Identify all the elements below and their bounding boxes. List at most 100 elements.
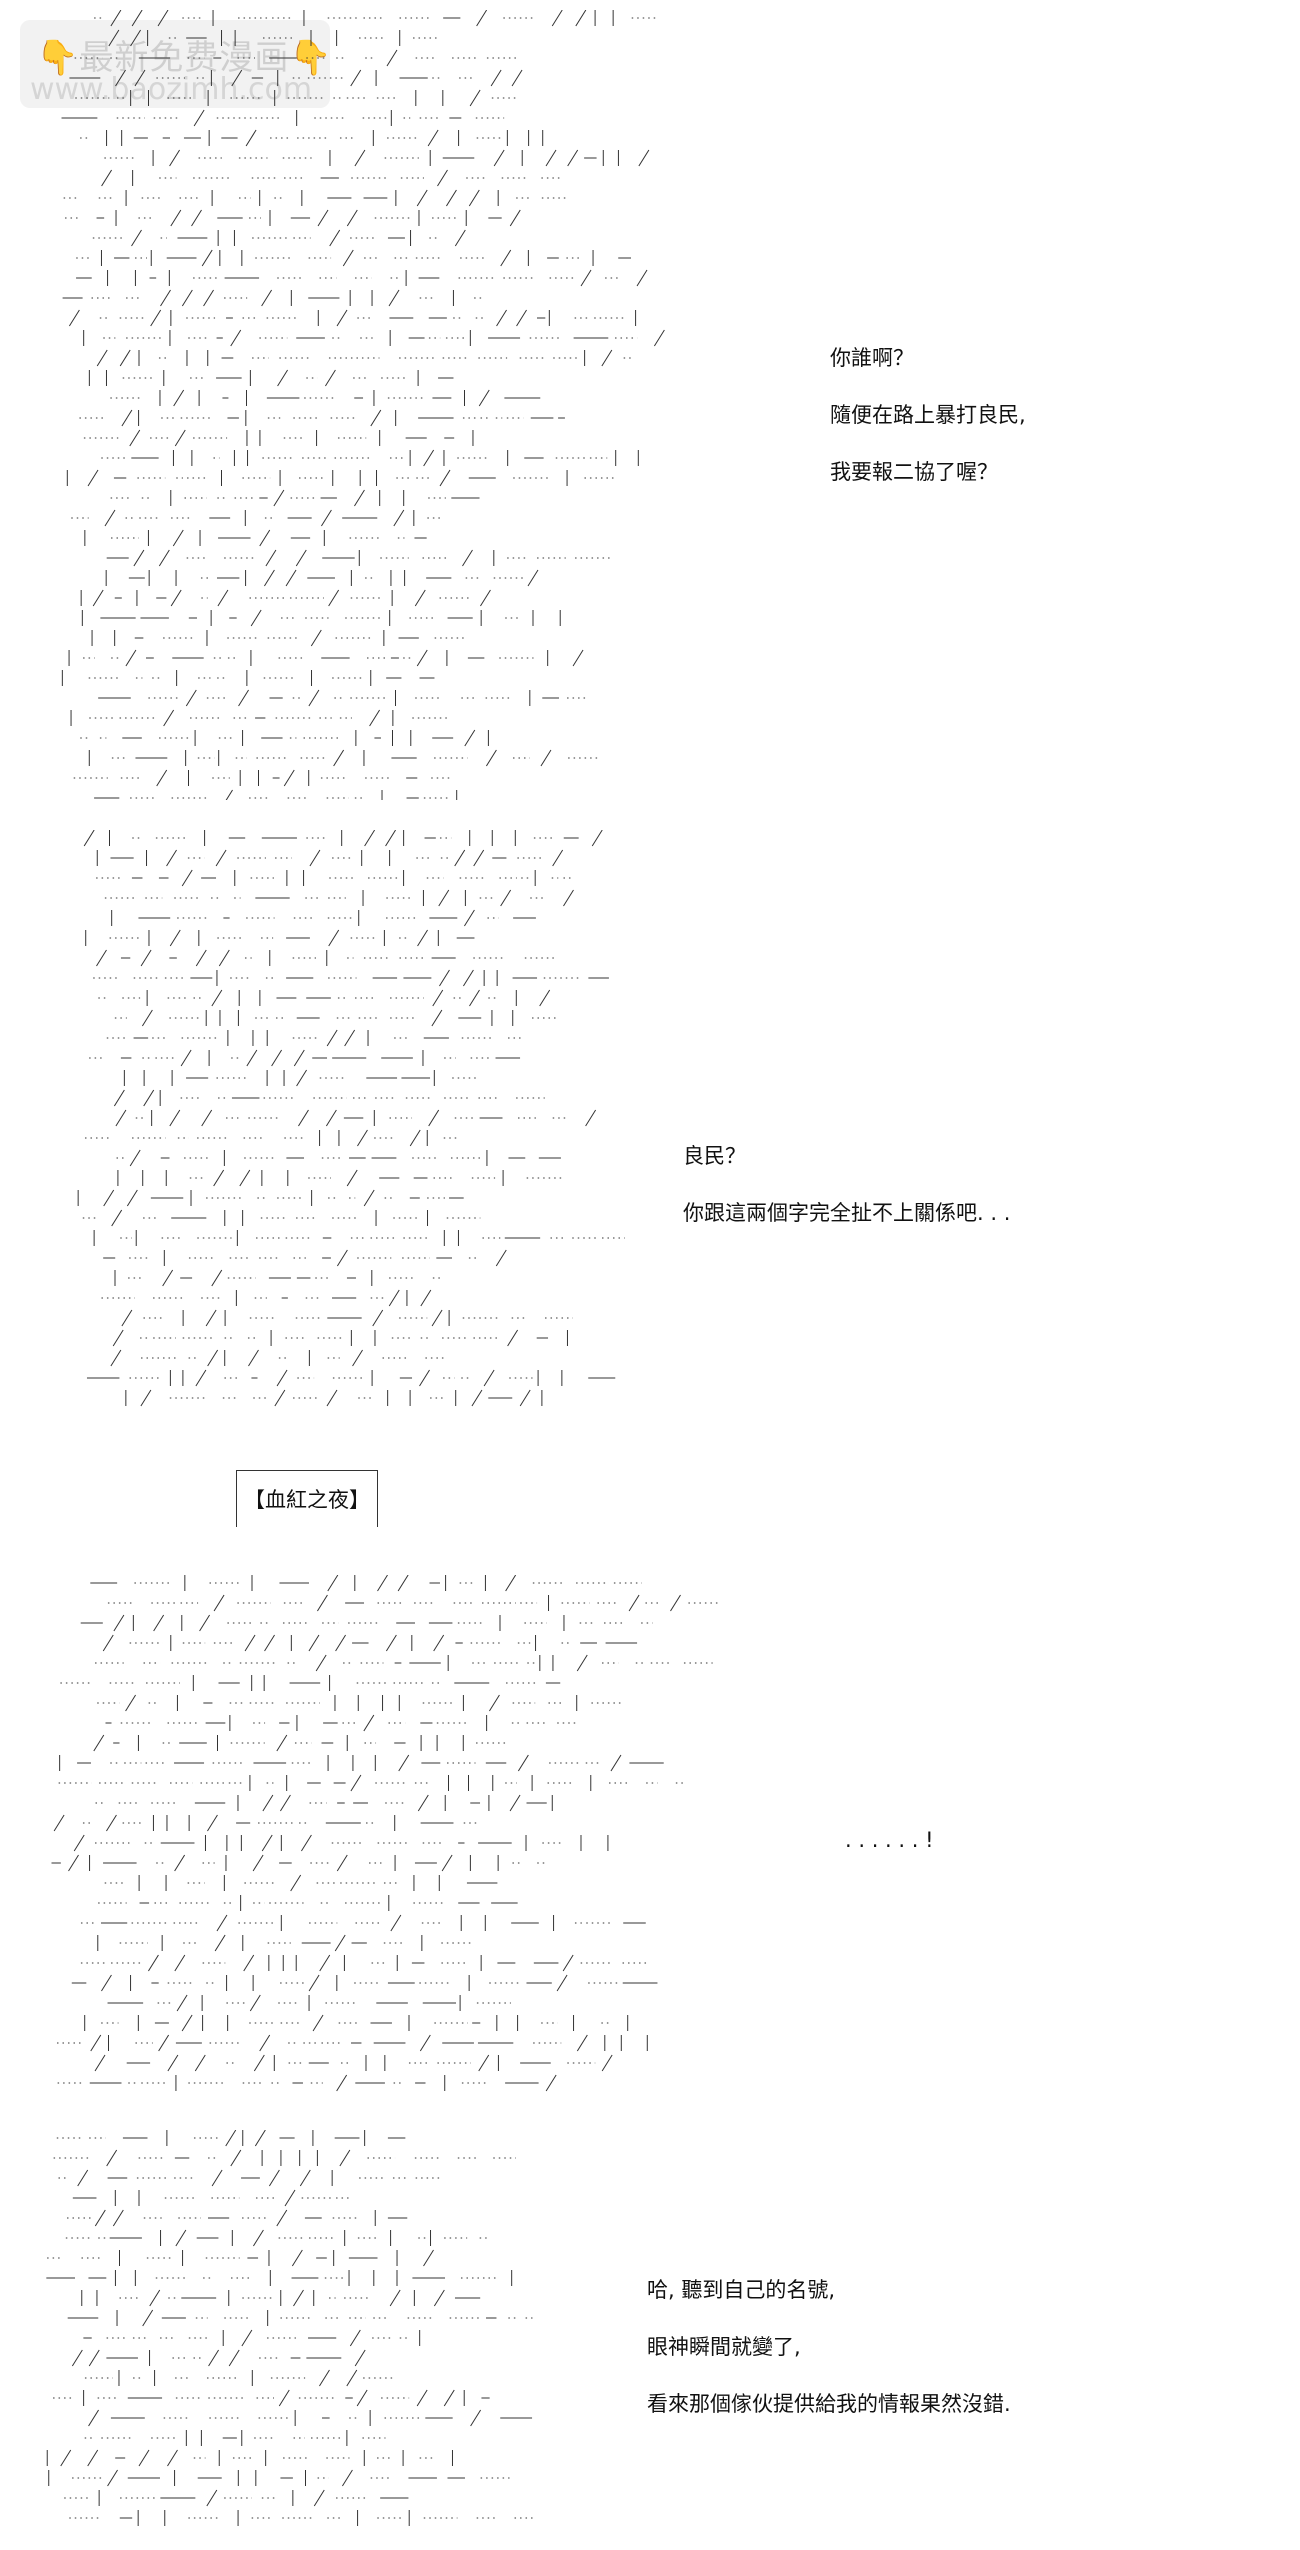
art-stroke <box>291 2249 303 2267</box>
art-stroke <box>329 229 341 247</box>
art-stroke <box>328 929 340 947</box>
dialogue-panel-4: 哈, 聽到自己的名號, 眼神瞬間就變了, 看來那個傢伙提供給我的情報果然沒錯. <box>647 2262 1011 2433</box>
art-stroke <box>208 2349 220 2367</box>
art-stroke <box>211 2169 223 2187</box>
art-stroke <box>169 929 181 947</box>
art-stroke <box>243 1954 255 1972</box>
art-stroke <box>315 1654 327 1672</box>
art-stroke <box>601 349 613 367</box>
art-stroke <box>370 409 382 427</box>
art-stroke <box>176 1994 188 2012</box>
art-stroke <box>283 769 295 787</box>
art-stroke <box>653 329 665 347</box>
art-stroke <box>214 1934 226 1952</box>
art-stroke <box>157 10 169 27</box>
art-stroke <box>230 329 242 347</box>
art-stroke <box>96 349 108 367</box>
art-stroke <box>326 1029 338 1047</box>
art-stroke <box>423 449 435 467</box>
art-stroke <box>580 269 592 287</box>
dialogue-line: 我要報二協了喔？ <box>830 460 998 484</box>
art-stroke <box>519 1389 531 1407</box>
art-stroke <box>271 1049 283 1067</box>
art-stroke <box>158 549 170 567</box>
art-stroke <box>309 849 321 867</box>
watermark: 👇最新免费漫画👇 www.baozimh.com <box>20 20 332 108</box>
art-stroke <box>170 589 182 607</box>
art-stroke <box>96 949 107 967</box>
art-stroke <box>346 1169 358 1187</box>
art-stroke <box>308 1974 320 1992</box>
art-stroke <box>326 1389 338 1407</box>
dialogue-panel-1: 你誰啊？ 隨便在路上暴打良民, 我要報二協了喔？ <box>830 330 1026 501</box>
art-stroke <box>328 589 340 607</box>
art-stroke <box>143 1089 155 1107</box>
art-stroke <box>167 2449 178 2467</box>
art-stroke <box>228 2349 240 2367</box>
art-stroke <box>225 789 233 800</box>
dialogue-panel-2: 良民？ 你跟這兩個字完全扯不上關係吧. . . <box>683 1128 1010 1242</box>
art-stroke <box>438 889 450 907</box>
art-stroke <box>88 2349 100 2367</box>
art-stroke <box>259 2034 271 2052</box>
art-stroke <box>163 709 175 727</box>
art-stroke <box>239 1169 251 1187</box>
art-stroke <box>285 569 297 587</box>
art-stroke <box>121 409 133 427</box>
art-stroke <box>207 1349 219 1367</box>
art-stroke <box>507 1329 519 1347</box>
art-stroke <box>268 2169 280 2187</box>
art-stroke <box>206 2489 218 2507</box>
art-stroke <box>138 2449 150 2467</box>
art-stroke <box>101 1974 112 1992</box>
art-stroke <box>101 169 113 187</box>
art-stroke <box>162 1269 174 1287</box>
art-stroke <box>439 969 450 987</box>
art-stroke <box>488 1694 500 1712</box>
art-stroke <box>199 1614 211 1632</box>
art-stroke <box>346 209 358 227</box>
art-stroke <box>433 2289 445 2307</box>
art-stroke <box>246 1049 258 1067</box>
watermark-line1: 最新免费漫画 <box>79 38 290 78</box>
art-stroke <box>104 509 116 527</box>
art-stroke <box>428 1109 440 1127</box>
art-stroke <box>551 10 563 27</box>
art-stroke <box>125 1694 137 1712</box>
art-stroke <box>158 2034 170 2052</box>
art-stroke <box>349 2329 361 2347</box>
art-stroke <box>414 589 426 607</box>
art-stroke <box>478 389 490 407</box>
art-stroke <box>636 269 648 287</box>
art-stroke <box>509 209 521 227</box>
art-stroke <box>71 2349 83 2367</box>
art-stroke <box>245 129 257 147</box>
art-stroke <box>357 1129 368 1147</box>
art-stroke <box>462 549 473 567</box>
art-stroke <box>129 429 141 447</box>
art-stroke <box>638 149 650 167</box>
art-stroke <box>419 2034 431 2052</box>
art-stroke <box>575 10 587 27</box>
ascii-art-character-3 <box>51 1575 719 2092</box>
art-stroke <box>264 1634 275 1652</box>
art-stroke <box>180 1049 192 1067</box>
art-stroke <box>172 529 184 547</box>
art-stroke <box>446 189 457 207</box>
art-stroke <box>419 1369 430 1387</box>
art-stroke <box>215 849 227 867</box>
art-stroke <box>591 830 603 847</box>
art-stroke <box>87 2449 99 2467</box>
art-stroke <box>174 1854 186 1872</box>
dialogue-line: 你跟這兩個字完全扯不上關係吧. . . <box>683 1201 1011 1225</box>
art-stroke <box>181 869 193 887</box>
art-stroke <box>585 1109 597 1127</box>
dialogue-line: . . . . . . ! <box>845 1828 934 1852</box>
art-stroke <box>263 569 275 587</box>
art-stroke <box>341 2469 353 2487</box>
art-stroke <box>527 569 539 587</box>
art-stroke <box>108 29 120 47</box>
art-stroke <box>253 2054 265 2072</box>
art-stroke <box>203 289 214 307</box>
art-stroke <box>191 209 202 227</box>
